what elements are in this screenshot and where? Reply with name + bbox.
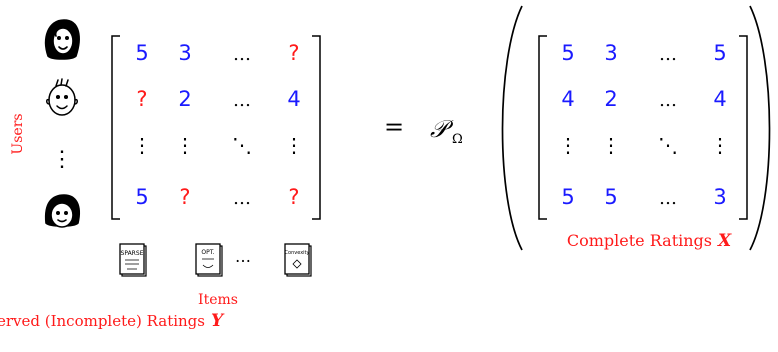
right-parenthesis [750,6,770,250]
matrix-cell: 4 [561,87,574,111]
user-face-icon [47,79,78,115]
items-ellipsis: … [235,247,251,266]
projection-subscript: Ω [452,132,463,147]
item-card-title: OPT. [201,249,214,256]
matrix-cell: ? [288,41,299,65]
matrix-cell: 2 [178,87,191,111]
matrix-cell: 4 [713,87,726,111]
matrix-cell: … [233,44,251,65]
matrix-cell: 5 [713,41,726,65]
matrix-cell: ⋮ [284,133,304,157]
matrix-cell: ⋮ [175,133,195,157]
matrix-cell: … [659,44,677,65]
item-book-icon: OPT. [196,244,222,276]
observed-ratings-caption: Observed (Incomplete) Ratings [0,312,205,330]
matrix-cell: … [659,188,677,209]
projection-operator: 𝒫 [430,115,454,143]
matrix-cell: 3 [713,185,726,209]
matrix-cell: 5 [135,185,148,209]
item-card-title: Convexity [285,250,310,256]
matrix-cell: … [233,188,251,209]
matrix-cell: ⋮ [710,133,730,157]
equals-sign: = [384,113,404,141]
matrix-cell: ? [288,185,299,209]
user-face-icon [46,195,80,227]
item-card-title: SPARSE [121,250,144,257]
user-face-icon [46,20,79,59]
matrix-cell: ? [136,87,147,111]
matrix-cell: … [233,90,251,111]
matrix-cell: ⋮ [601,133,621,157]
item-book-icon: SPARSE [120,244,146,276]
matrix-cell: 2 [604,87,617,111]
left-matrix-bracket [112,36,120,219]
left-matrix-bracket [539,36,547,219]
matrix-cell: 5 [561,41,574,65]
matrix-cell: ? [179,185,190,209]
matrix-cell: ⋮ [558,133,578,157]
matrix-cell: 4 [287,87,300,111]
matrix-cell: ⋮ [132,133,152,157]
matrix-cell: 5 [604,185,617,209]
right-matrix-bracket [739,36,747,219]
matrix-cell: … [659,90,677,111]
left-parenthesis [503,6,523,250]
matrix-cell: ⋱ [658,133,678,157]
users-vertical-ellipsis: ⋮ [51,147,73,172]
users-axis-label: Users [10,113,26,154]
items-axis-label: Items [198,292,238,308]
right-matrix-bracket [312,36,320,219]
complete-ratings-matrix: 5 3 … 5 4 2 … 4 ⋮ ⋮ ⋱ ⋮ 5 5 … 3 [558,41,730,209]
item-book-icon: Convexity [285,244,311,276]
matrix-cell: 3 [178,41,191,65]
observed-ratings-matrix: 5 3 …?? 2 … 4 ⋮ ⋮ ⋱ ⋮ 5? …? [132,41,304,209]
matrix-cell: 3 [604,41,617,65]
matrix-cell: 5 [561,185,574,209]
complete-ratings-caption: Complete Ratings [567,231,712,250]
matrix-cell: 5 [135,41,148,65]
observed-ratings-symbol: Y [211,311,225,331]
matrix-cell: ⋱ [232,133,252,157]
complete-ratings-symbol: X [717,231,732,251]
